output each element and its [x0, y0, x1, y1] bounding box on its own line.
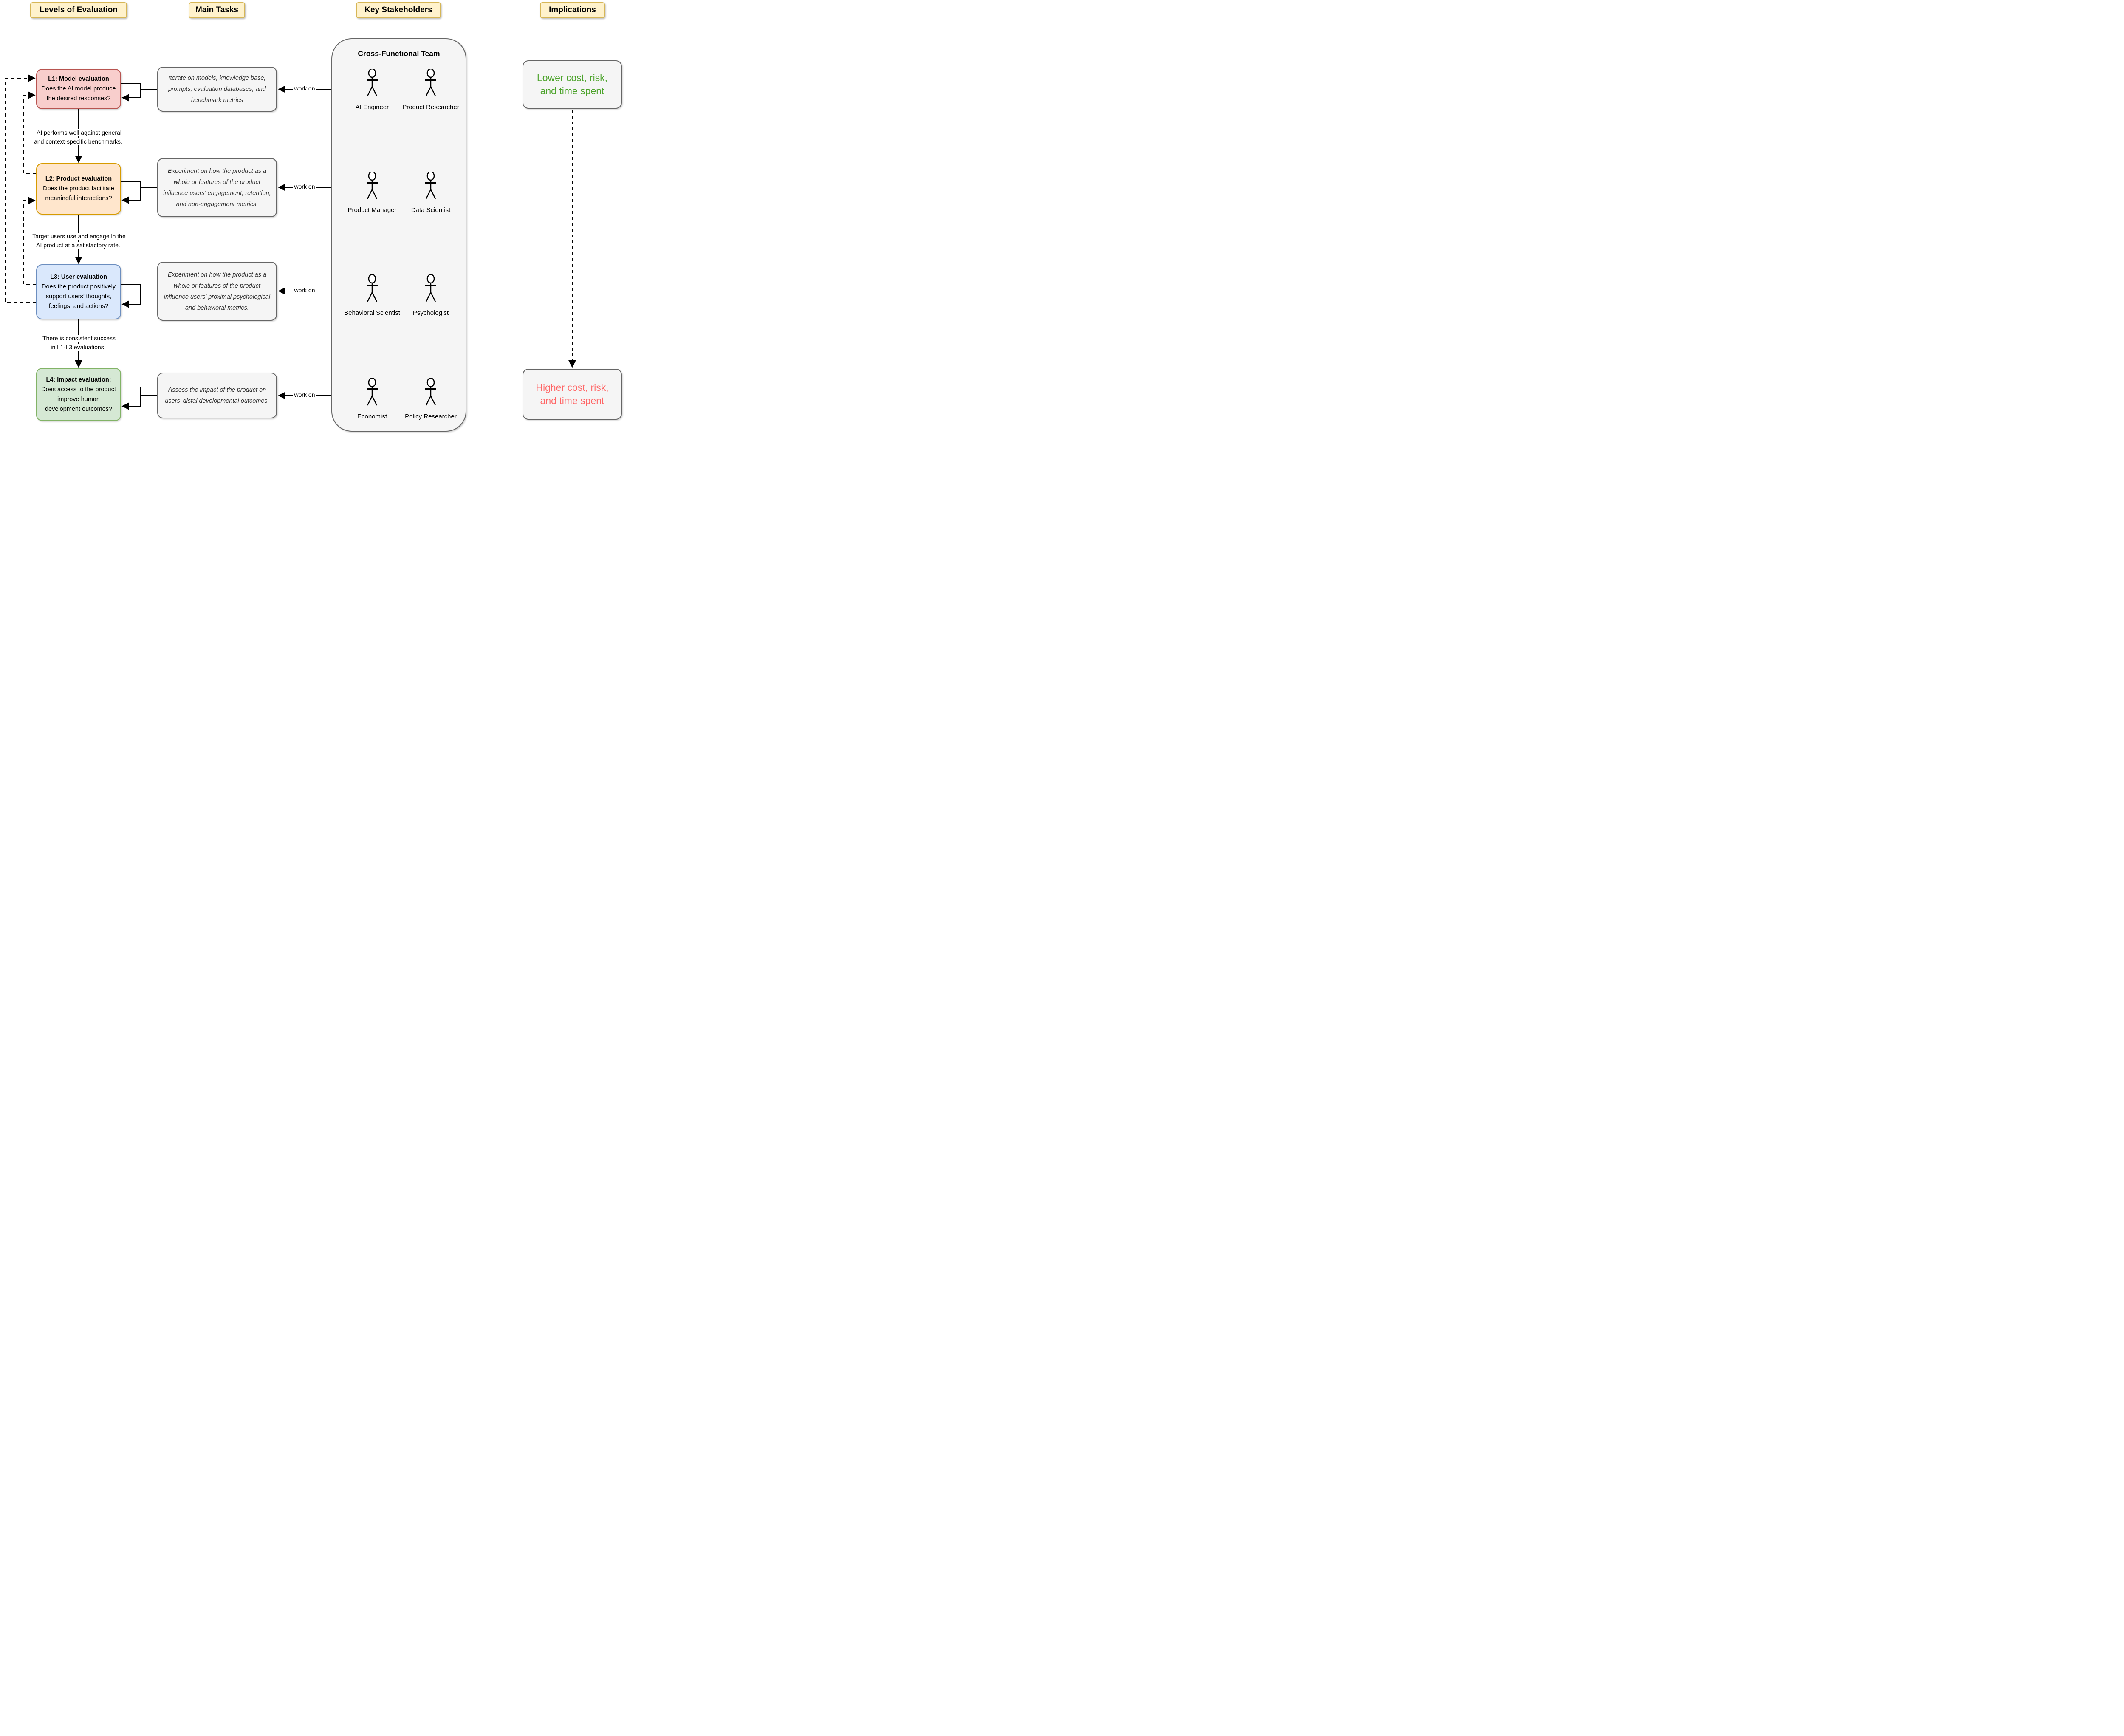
transition-text-3: There is consistent success in L1-L3 eva…: [42, 335, 116, 351]
level-box-l1: L1: Model evaluation Does the AI model p…: [36, 69, 121, 109]
self-loop-l2: [121, 181, 141, 204]
implication-positive-text: Lower cost, risk, and time spent: [537, 72, 608, 96]
task2-text: Experiment on how the product as a whole…: [163, 167, 271, 208]
header-key-stakeholders: Key Stakeholders: [356, 2, 441, 18]
workon-text-2: work on: [293, 183, 316, 190]
task4-text: Assess the impact of the product on user…: [165, 387, 269, 404]
person-icon: [421, 68, 440, 101]
level-box-l3: L3: User evaluation Does the product pos…: [36, 264, 121, 319]
member-product-manager: Product Manager: [347, 206, 397, 214]
header-implications: Implications: [540, 2, 605, 18]
header-implications-label: Implications: [549, 6, 596, 14]
self-loop-l3: [121, 284, 141, 308]
task1-text: Iterate on models, knowledge base, promp…: [168, 75, 266, 104]
workon-text-4: work on: [293, 391, 316, 398]
self-loop-l1: [121, 83, 141, 102]
workon-label-1: work on: [288, 85, 322, 92]
member-ai-engineer: AI Engineer: [355, 104, 389, 111]
l1-title: L1: Model evaluation: [48, 76, 109, 82]
person-icon: [363, 274, 381, 306]
team-container: [331, 38, 466, 432]
transition-text-1: AI performs well against general and con…: [34, 129, 123, 145]
person-icon: [363, 377, 381, 410]
workon-text-1: work on: [293, 85, 316, 92]
header-levels-label: Levels of Evaluation: [40, 6, 118, 14]
workon-label-2: work on: [288, 183, 322, 190]
dashed-feedback-l3-to-l1: [5, 74, 36, 303]
l3-title: L3: User evaluation: [50, 274, 107, 280]
l3-question: Does the product positively support user…: [41, 283, 116, 310]
header-stakeholders-label: Key Stakeholders: [364, 6, 432, 14]
task3-text: Experiment on how the product as a whole…: [164, 271, 271, 311]
transition-label-l2-l3: Target users use and engage in the AI pr…: [28, 232, 130, 250]
task-box-1: Iterate on models, knowledge base, promp…: [157, 67, 277, 112]
member-data-scientist: Data Scientist: [411, 206, 451, 214]
member-behavioral-scientist: Behavioral Scientist: [344, 309, 400, 317]
transition-text-2: Target users use and engage in the AI pr…: [31, 233, 126, 249]
member-product-researcher: Product Researcher: [402, 104, 459, 111]
member-economist: Economist: [357, 413, 387, 420]
member-psychologist: Psychologist: [412, 309, 449, 317]
implication-box-lower-cost: Lower cost, risk, and time spent: [523, 60, 622, 109]
person-icon: [421, 274, 440, 306]
workon-label-3: work on: [288, 287, 322, 294]
header-main-tasks: Main Tasks: [189, 2, 245, 18]
person-icon: [421, 171, 440, 204]
task-box-4: Assess the impact of the product on user…: [157, 373, 277, 418]
task-box-3: Experiment on how the product as a whole…: [157, 262, 277, 321]
header-tasks-label: Main Tasks: [195, 6, 239, 14]
implication-negative-text: Higher cost, risk, and time spent: [536, 382, 609, 406]
implication-box-higher-cost: Higher cost, risk, and time spent: [523, 369, 622, 420]
l4-question: Does access to the product improve human…: [41, 386, 116, 413]
diagram-canvas: Levels of Evaluation Main Tasks Key Stak…: [0, 0, 624, 434]
workon-text-3: work on: [293, 287, 316, 294]
team-title: Cross-Functional Team: [358, 49, 440, 58]
l2-question: Does the product facilitate meaningful i…: [43, 185, 114, 202]
level-box-l4: L4: Impact evaluation: Does access to th…: [36, 368, 121, 421]
task-box-2: Experiment on how the product as a whole…: [157, 158, 277, 217]
person-icon: [421, 377, 440, 410]
person-icon: [363, 68, 381, 101]
l4-title: L4: Impact evaluation:: [46, 376, 111, 383]
member-policy-researcher: Policy Researcher: [405, 413, 457, 420]
workon-label-4: work on: [288, 391, 322, 398]
self-loop-l4: [121, 387, 141, 410]
l1-question: Does the AI model produce the desired re…: [41, 85, 116, 102]
transition-label-l3-l4: There is consistent success in L1-L3 eva…: [28, 334, 130, 352]
person-icon: [363, 171, 381, 204]
level-box-l2: L2: Product evaluation Does the product …: [36, 163, 121, 215]
transition-label-l1-l2: AI performs well against general and con…: [28, 128, 130, 146]
l2-title: L2: Product evaluation: [45, 175, 112, 182]
header-levels-of-evaluation: Levels of Evaluation: [30, 2, 127, 18]
